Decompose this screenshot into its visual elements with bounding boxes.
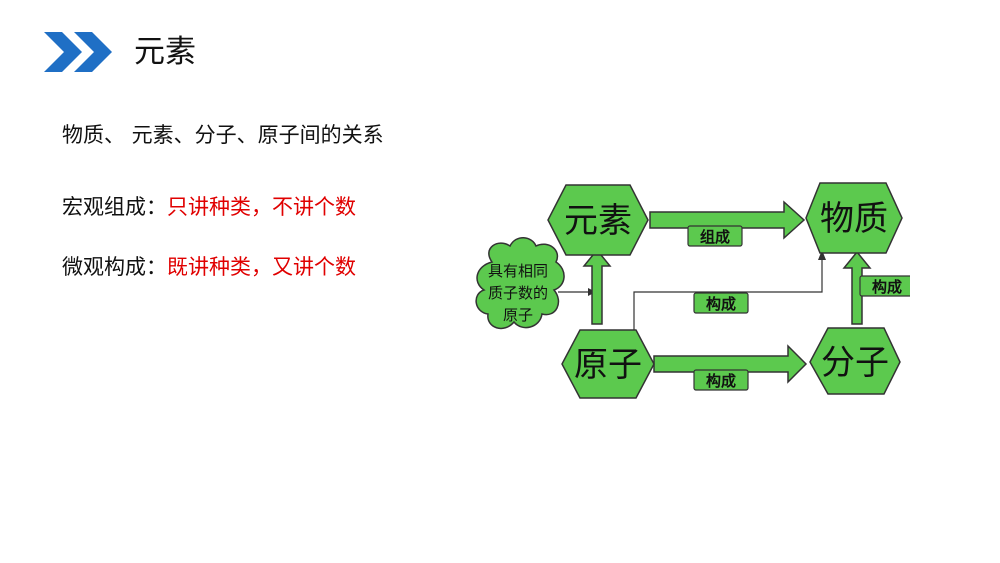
element-to-substance-tag — [687, 225, 743, 247]
relation-heading: 物质、 元素、分子、原子间的关系 — [62, 123, 384, 147]
element-node-label: 元素 — [564, 201, 632, 241]
cloud-label-line-3: 原子 — [503, 306, 533, 324]
atom-to-substance-line — [633, 258, 823, 330]
cloud-label-line-2: 质子数的 — [488, 284, 548, 302]
macro-prefix: 宏观组成： — [62, 195, 167, 219]
atom-node — [561, 329, 655, 399]
micro-composition-line: 微观构成：既讲种类，又讲个数 — [62, 252, 356, 282]
micro-value: 既讲种类，又讲个数 — [167, 255, 356, 279]
atom-to-substance-tag-label: 构成 — [706, 295, 736, 313]
atom-node-label: 原子 — [574, 345, 642, 385]
macro-value: 只讲种类，不讲个数 — [167, 195, 356, 219]
page-title: 元素 — [134, 34, 196, 70]
atom-to-molecule-arrow — [653, 344, 808, 384]
relationship-diagram: 元素 物质 原子 分子 具有相同 质子数的 原子 组成 构成 构成 构成 — [475, 182, 910, 399]
same-proton-atoms-cloud — [475, 237, 565, 330]
molecule-to-substance-arrow — [842, 250, 872, 325]
element-to-substance-arrow — [649, 200, 806, 240]
atom-to-element-arrow — [582, 248, 612, 325]
micro-prefix: 微观构成： — [62, 255, 167, 279]
substance-node-label: 物质 — [820, 199, 888, 239]
atom-to-molecule-tag — [693, 369, 749, 391]
molecule-to-substance-tag — [859, 275, 910, 297]
molecule-to-substance-tag-label: 构成 — [872, 278, 902, 296]
cloud-label-line-1: 具有相同 — [488, 262, 548, 280]
element-node — [547, 184, 649, 256]
atom-to-substance-tag — [693, 292, 749, 314]
substance-node — [805, 182, 903, 254]
element-to-substance-tag-label: 组成 — [700, 228, 730, 246]
atom-to-molecule-tag-label: 构成 — [706, 372, 736, 390]
molecule-node — [809, 327, 901, 395]
macro-composition-line: 宏观组成：只讲种类，不讲个数 — [62, 192, 356, 222]
double-chevron-icon — [44, 32, 112, 72]
molecule-node-label: 分子 — [821, 343, 889, 383]
atom-to-substance-arrowhead — [818, 250, 826, 260]
